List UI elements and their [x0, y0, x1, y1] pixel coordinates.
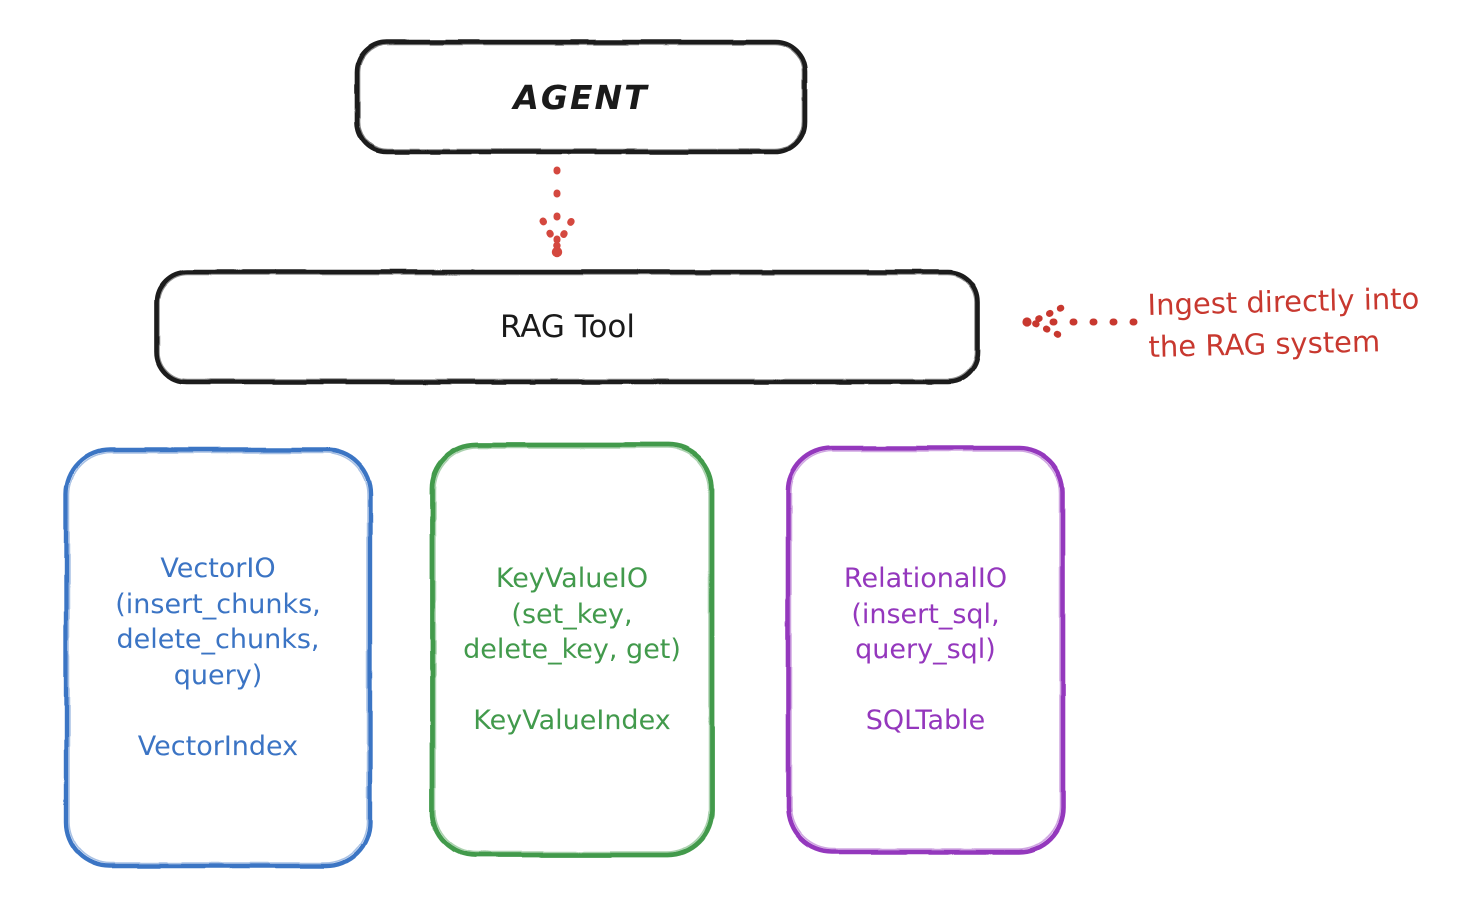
- ingest-arrow-connector: [1022, 304, 1138, 340]
- agent-to-rag-tool-connector: [539, 166, 576, 258]
- key-value-io-node-shape[interactable]: [429, 442, 715, 858]
- rag-tool-node-shape[interactable]: [154, 269, 981, 385]
- relational-io-node-shape[interactable]: [785, 445, 1066, 855]
- vector-io-node-shape[interactable]: [63, 447, 373, 869]
- agent-node-shape[interactable]: [354, 39, 808, 155]
